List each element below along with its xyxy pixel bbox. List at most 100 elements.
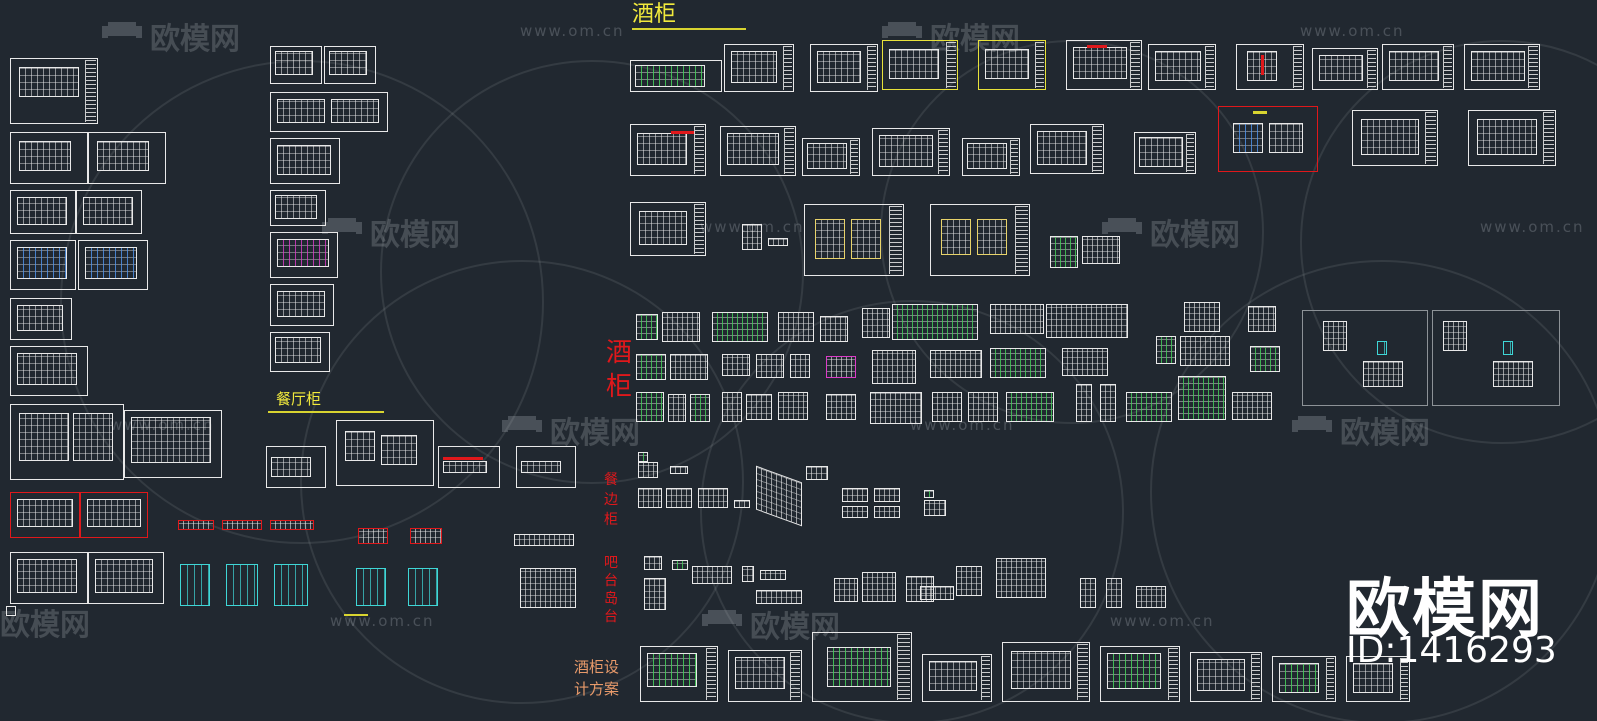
cad-detail[interactable] xyxy=(990,348,1046,378)
cad-detail[interactable] xyxy=(870,392,922,424)
cad-detail[interactable] xyxy=(996,558,1046,598)
cad-detail[interactable] xyxy=(410,528,442,544)
drawing-sheet[interactable] xyxy=(1272,656,1336,702)
cad-detail[interactable] xyxy=(930,350,982,378)
drawing-sheet[interactable] xyxy=(812,632,912,702)
drawing-sheet[interactable] xyxy=(10,190,76,234)
cad-detail[interactable] xyxy=(722,392,742,422)
drawing-sheet[interactable] xyxy=(10,404,124,480)
drawing-sheet[interactable] xyxy=(10,240,76,290)
cad-detail[interactable] xyxy=(862,308,890,338)
cad-detail[interactable] xyxy=(514,534,574,546)
cad-detail[interactable] xyxy=(662,312,700,342)
cad-detail[interactable] xyxy=(834,578,858,602)
drawing-sheet[interactable] xyxy=(724,44,794,92)
drawing-sheet[interactable] xyxy=(720,126,796,176)
cad-detail[interactable] xyxy=(180,564,210,606)
cad-detail[interactable] xyxy=(778,392,808,420)
cad-detail[interactable] xyxy=(692,566,732,584)
cad-detail[interactable] xyxy=(520,568,576,608)
drawing-sheet[interactable] xyxy=(1002,642,1090,702)
cad-detail[interactable] xyxy=(924,490,934,498)
cad-detail[interactable] xyxy=(820,316,848,342)
cad-detail[interactable] xyxy=(968,392,998,422)
drawing-sheet[interactable] xyxy=(266,446,326,488)
cad-detail[interactable] xyxy=(270,520,314,530)
cad-detail[interactable] xyxy=(1156,336,1176,364)
cad-detail[interactable] xyxy=(670,354,708,380)
drawing-sheet[interactable] xyxy=(1148,44,1216,90)
cad-detail[interactable] xyxy=(672,560,688,570)
cad-detail[interactable] xyxy=(842,488,868,502)
drawing-sheet[interactable] xyxy=(88,552,164,604)
cad-detail[interactable] xyxy=(712,312,768,342)
drawing-sheet[interactable] xyxy=(728,650,802,702)
drawing-sheet[interactable] xyxy=(270,284,334,326)
cad-detail[interactable] xyxy=(638,488,662,508)
drawing-sheet[interactable] xyxy=(630,124,706,176)
drawing-sheet[interactable] xyxy=(270,332,330,372)
cad-detail[interactable] xyxy=(1076,384,1092,422)
cad-detail[interactable] xyxy=(826,394,856,420)
drawing-sheet[interactable] xyxy=(124,410,222,478)
cad-detail[interactable] xyxy=(826,356,856,378)
cad-detail[interactable] xyxy=(842,506,868,518)
cad-detail[interactable] xyxy=(874,488,900,502)
drawing-sheet[interactable] xyxy=(270,232,338,278)
drawing-sheet[interactable] xyxy=(270,46,322,84)
drawing-sheet[interactable] xyxy=(640,646,718,702)
cad-detail[interactable] xyxy=(806,466,828,480)
drawing-sheet[interactable] xyxy=(1312,48,1378,90)
cad-detail[interactable] xyxy=(1250,346,1280,372)
cad-detail[interactable] xyxy=(1100,384,1116,422)
drawing-sheet[interactable] xyxy=(80,492,148,538)
cad-detail[interactable] xyxy=(722,354,750,376)
drawing-sheet[interactable] xyxy=(1218,106,1318,172)
drawing-sheet[interactable] xyxy=(10,298,72,340)
cad-detail[interactable] xyxy=(666,488,692,508)
cad-detail[interactable] xyxy=(644,556,662,570)
cad-detail[interactable] xyxy=(1180,336,1230,366)
drawing-sheet[interactable] xyxy=(1382,44,1454,90)
drawing-sheet[interactable] xyxy=(1468,110,1556,166)
cad-detail[interactable] xyxy=(1006,392,1054,422)
cad-detail[interactable] xyxy=(768,238,788,246)
cad-detail[interactable] xyxy=(638,452,648,462)
cad-detail[interactable] xyxy=(356,568,386,606)
drawing-sheet[interactable] xyxy=(1030,124,1104,174)
drawing-sheet[interactable] xyxy=(270,190,326,226)
drawing-sheet[interactable] xyxy=(1352,110,1438,166)
drawing-sheet[interactable] xyxy=(810,44,878,92)
cad-detail[interactable] xyxy=(636,314,658,340)
cad-detail[interactable] xyxy=(862,572,896,602)
cad-detail[interactable] xyxy=(790,354,810,378)
cad-detail[interactable] xyxy=(222,520,262,530)
drawing-sheet[interactable] xyxy=(630,202,706,256)
cad-detail[interactable] xyxy=(872,350,916,384)
cad-detail[interactable] xyxy=(920,586,954,600)
cad-detail[interactable] xyxy=(358,528,388,544)
cad-detail[interactable] xyxy=(778,312,814,342)
cad-detail[interactable] xyxy=(1050,236,1078,268)
drawing-sheet[interactable] xyxy=(962,138,1020,176)
drawing-sheet[interactable] xyxy=(978,40,1046,90)
drawing-sheet[interactable] xyxy=(922,654,992,702)
drawing-sheet[interactable] xyxy=(1302,310,1428,406)
cad-detail[interactable] xyxy=(226,564,258,606)
cad-detail[interactable] xyxy=(742,566,754,582)
cad-detail[interactable] xyxy=(178,520,214,530)
drawing-sheet[interactable] xyxy=(10,552,88,604)
cad-detail[interactable] xyxy=(734,500,750,508)
drawing-sheet[interactable] xyxy=(1100,646,1180,702)
cad-detail[interactable] xyxy=(1046,304,1128,338)
cad-detail[interactable] xyxy=(636,354,666,380)
drawing-sheet[interactable] xyxy=(88,132,166,184)
drawing-sheet[interactable] xyxy=(516,446,576,488)
drawing-sheet[interactable] xyxy=(10,346,88,396)
cad-detail[interactable] xyxy=(956,566,982,596)
cad-detail[interactable] xyxy=(742,224,762,250)
cad-detail[interactable] xyxy=(274,564,308,606)
cad-detail[interactable] xyxy=(990,304,1044,334)
cad-detail[interactable] xyxy=(1082,236,1120,264)
drawing-sheet[interactable] xyxy=(630,60,722,92)
